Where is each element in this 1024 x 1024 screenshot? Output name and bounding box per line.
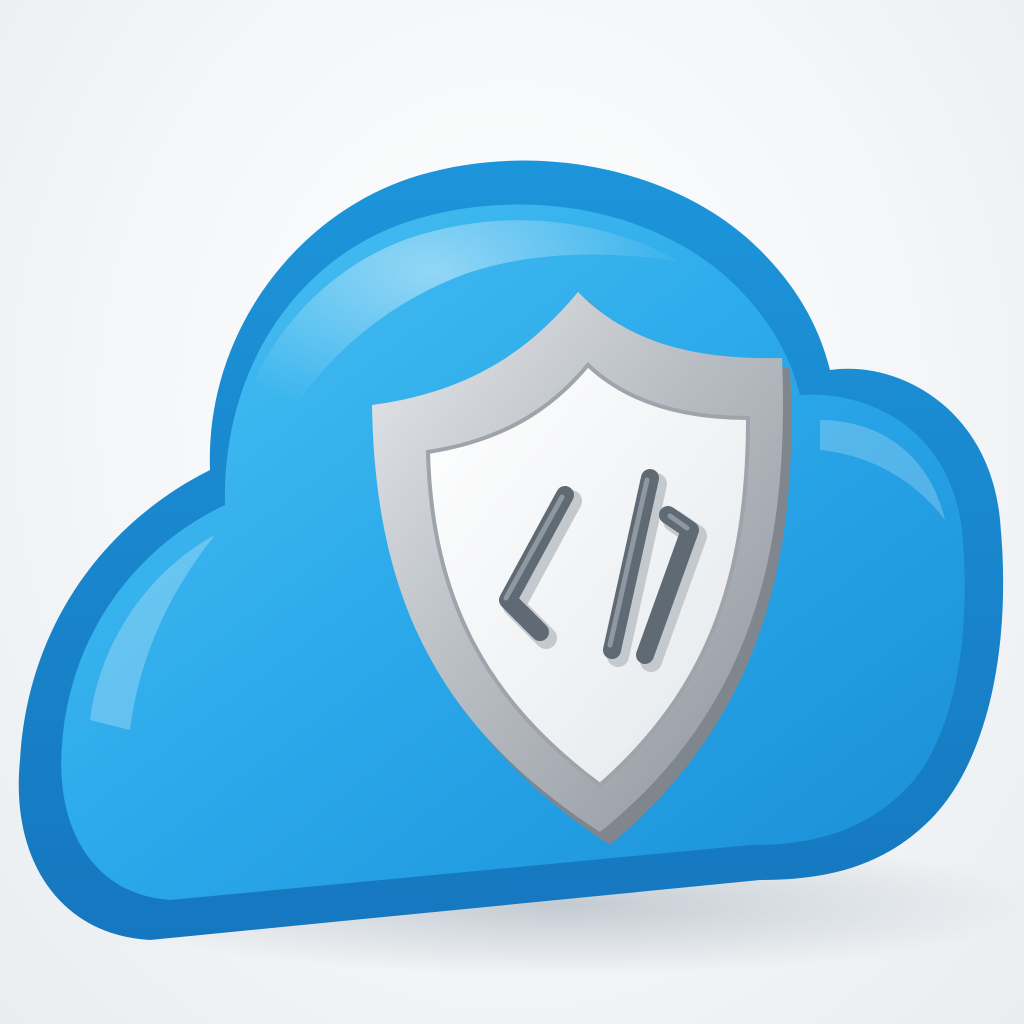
shield-icon	[372, 292, 792, 845]
code-brackets-icon	[499, 469, 707, 672]
